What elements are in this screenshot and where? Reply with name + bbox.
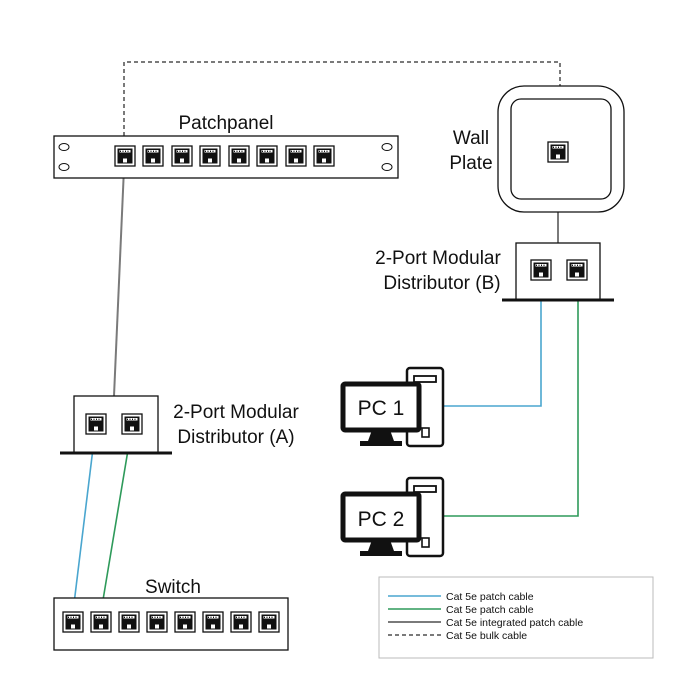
patch-cable-green-distributor-a-to-switch bbox=[100, 431, 132, 613]
wall-plate-label-line1: Wall bbox=[453, 128, 489, 149]
switch-port-2 bbox=[90, 611, 112, 633]
pc2-icon bbox=[340, 476, 445, 558]
distributor-b bbox=[502, 242, 614, 302]
distributor-b-label-line2: Distributor (B) bbox=[383, 273, 500, 294]
switch-port-6 bbox=[202, 611, 224, 633]
patchpanel-label: Patchpanel bbox=[178, 113, 273, 134]
legend-item-4: Cat 5e bulk cable bbox=[446, 630, 527, 642]
legend: Cat 5e patch cable Cat 5e patch cable Ca… bbox=[378, 576, 654, 659]
switch-port-5 bbox=[174, 611, 196, 633]
switch-port-8 bbox=[258, 611, 280, 633]
wall-plate-label-line2: Plate bbox=[449, 153, 492, 174]
legend-item-2: Cat 5e patch cable bbox=[446, 604, 534, 616]
patchpanel-port-3 bbox=[171, 145, 193, 167]
distributor-a-label-line2: Distributor (A) bbox=[177, 427, 294, 448]
switch-port-3 bbox=[118, 611, 140, 633]
distributor-a-port-1 bbox=[85, 413, 107, 435]
legend-item-3: Cat 5e integrated patch cable bbox=[446, 617, 583, 629]
legend-item-1: Cat 5e patch cable bbox=[446, 591, 534, 603]
switch-port-7 bbox=[230, 611, 252, 633]
distributor-a bbox=[60, 395, 172, 455]
pc1-icon bbox=[340, 366, 445, 448]
distributor-b-port-2 bbox=[566, 259, 588, 281]
patchpanel-port-1 bbox=[114, 145, 136, 167]
patchpanel-port-6 bbox=[256, 145, 278, 167]
switch bbox=[53, 597, 289, 651]
patchpanel-port-8 bbox=[313, 145, 335, 167]
distributor-b-port-1 bbox=[530, 259, 552, 281]
switch-port-1 bbox=[62, 611, 84, 633]
pc1-label: PC 1 bbox=[358, 397, 405, 420]
patchpanel-port-5 bbox=[228, 145, 250, 167]
bulk-cable bbox=[123, 61, 561, 136]
distributor-b-label-line1: 2-Port Modular bbox=[375, 248, 501, 269]
pc2-label: PC 2 bbox=[358, 508, 405, 531]
switch-port-4 bbox=[146, 611, 168, 633]
patchpanel bbox=[53, 135, 399, 179]
distributor-a-port-2 bbox=[121, 413, 143, 435]
patchpanel-port-2 bbox=[142, 145, 164, 167]
wall-plate bbox=[497, 85, 625, 213]
patch-cable-blue-distributor-b-to-pc1 bbox=[440, 278, 542, 407]
patchpanel-port-7 bbox=[285, 145, 307, 167]
patch-cable-blue-distributor-a-to-switch bbox=[72, 431, 96, 613]
integrated-patch-cable-patchpanel-to-distributor-a bbox=[113, 167, 125, 397]
wall-plate-port bbox=[547, 141, 569, 163]
patchpanel-port-4 bbox=[199, 145, 221, 167]
distributor-a-label-line1: 2-Port Modular bbox=[173, 402, 299, 423]
patch-cable-green-distributor-b-to-pc2 bbox=[440, 278, 579, 517]
switch-label: Switch bbox=[145, 577, 201, 598]
